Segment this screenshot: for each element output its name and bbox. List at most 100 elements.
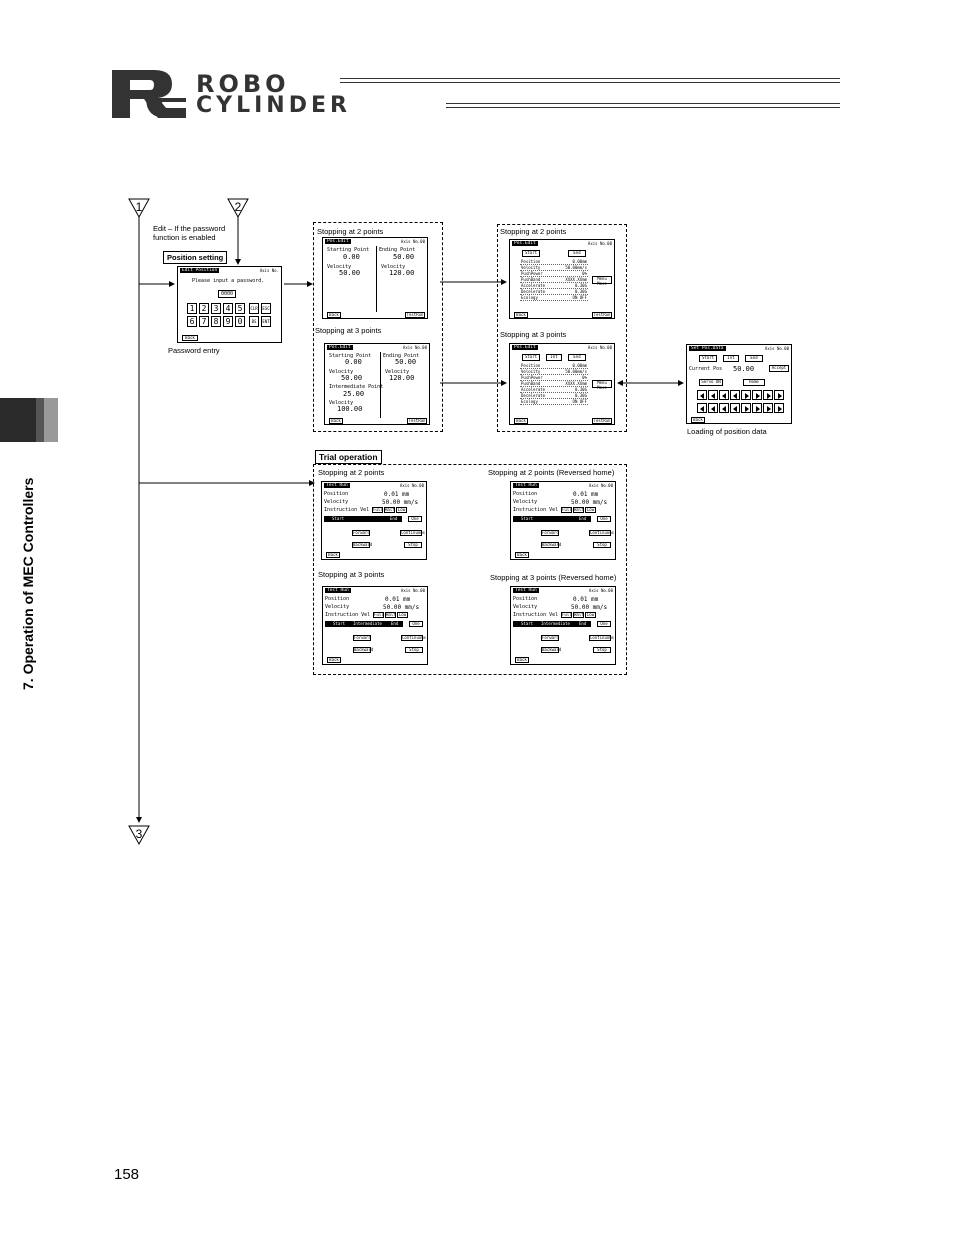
jog-button[interactable] [741,390,751,400]
jog-button[interactable] [697,390,707,400]
row-value[interactable]: XXXX.XXmm [565,277,587,282]
end-point-value[interactable]: 50.00 [393,253,415,261]
jog-button[interactable] [719,390,729,400]
key-ent[interactable]: ENT [261,316,271,327]
tab-end[interactable]: End [568,250,586,257]
jog-button[interactable] [708,403,718,413]
key-3[interactable]: 3 [211,303,221,314]
tab-int[interactable]: Int [723,355,739,362]
jog-button[interactable] [752,390,762,400]
tab-end[interactable]: End [745,355,763,362]
key-5[interactable]: 5 [235,303,245,314]
key-0[interactable]: 0 [235,316,245,327]
intermediate-point-value[interactable]: 25.00 [343,390,365,398]
key-7[interactable]: 7 [199,316,209,327]
back-button[interactable]: Back [515,657,529,663]
end-point-value[interactable]: 50.00 [395,358,417,366]
tab-end[interactable]: End [568,354,586,361]
continuous-button[interactable]: Continuous [400,530,426,536]
key-4[interactable]: 4 [223,303,233,314]
instruction-vel-option[interactable]: Low [585,612,596,618]
tab-int[interactable]: Int [546,354,562,361]
backward-button[interactable]: Backward [352,542,373,548]
row-value[interactable]: XXXX.XXmm [565,381,587,386]
jog-button[interactable] [763,390,773,400]
start-point-value[interactable]: 0.00 [343,253,360,261]
stop-button[interactable]: Stop [405,647,423,653]
key-8[interactable]: 8 [211,316,221,327]
jog-button[interactable] [719,403,729,413]
backward-button[interactable]: Backward [541,542,562,548]
tab-start[interactable]: Start [522,354,540,361]
forward-button[interactable]: Forward [541,530,559,536]
forward-button[interactable]: Forward [352,530,370,536]
back-button[interactable]: Back [514,312,528,318]
row-value[interactable]: ON OFF [572,295,587,300]
stop-button[interactable]: Stop [404,542,422,548]
row-value[interactable]: 50.00mm/s [565,265,587,270]
accept-button[interactable]: Accept [769,365,789,372]
velocity-3-value[interactable]: 100.00 [337,405,363,413]
password-field[interactable]: 0000 [218,290,237,298]
instruction-vel-option[interactable]: Full [372,507,383,513]
servo-on-button[interactable]: Servo ON [699,379,723,386]
forward-button[interactable]: Forward [353,635,371,641]
row-value[interactable]: 0.00mm [572,259,587,264]
instruction-vel-option[interactable]: Low [585,507,596,513]
stop-button[interactable]: Stop [593,647,611,653]
continuous-button[interactable]: Continuous [589,530,615,536]
key-1[interactable]: 1 [187,303,197,314]
row-value[interactable]: 0.30G [574,393,587,398]
back-button[interactable]: Back [515,552,529,558]
testrun-button[interactable]: TestRun [405,312,425,318]
back-button[interactable]: Back [327,312,341,318]
backward-button[interactable]: Backward [353,647,374,653]
start-point-label[interactable]: Starting Point [327,247,370,253]
velocity-2-value[interactable]: 120.00 [389,269,415,277]
one-button[interactable]: One [597,621,611,627]
start-point-value[interactable]: 0.00 [345,358,362,366]
one-button[interactable]: One [409,621,423,627]
instruction-vel-option[interactable]: Half [573,612,584,618]
key-bs[interactable]: BS [249,316,259,327]
one-button[interactable]: One [597,516,611,522]
testrun-button[interactable]: TestRun [592,418,612,424]
row-value[interactable]: 0.00mm [572,363,587,368]
home-button[interactable]: Home [743,379,765,386]
instruction-vel-option[interactable]: Low [396,507,407,513]
key-9[interactable]: 9 [223,316,233,327]
jog-button[interactable] [730,403,740,413]
back-button[interactable]: Back [691,417,705,423]
row-value[interactable]: 0.30G [574,387,587,392]
jog-button[interactable] [697,403,707,413]
jog-button[interactable] [774,403,784,413]
velocity-1-value[interactable]: 50.00 [339,269,361,277]
instruction-vel-option[interactable]: Half [573,507,584,513]
row-value[interactable]: 0% [582,375,587,380]
jog-button[interactable] [730,390,740,400]
jog-button[interactable] [741,403,751,413]
end-point-label[interactable]: Ending Point [383,353,420,359]
intermediate-point-label[interactable]: Intermediate Point [329,384,384,390]
backward-button[interactable]: Backward [541,647,562,653]
back-button[interactable]: Back [326,552,340,558]
back-button[interactable]: Back [514,418,528,424]
key-6[interactable]: 6 [187,316,197,327]
velocity-1-value[interactable]: 50.00 [341,374,363,382]
jog-button[interactable] [774,390,784,400]
instruction-vel-option[interactable]: Full [373,612,384,618]
row-value[interactable]: 0.30G [574,283,587,288]
velocity-2-value[interactable]: 120.00 [389,374,415,382]
forward-button[interactable]: Forward [541,635,559,641]
